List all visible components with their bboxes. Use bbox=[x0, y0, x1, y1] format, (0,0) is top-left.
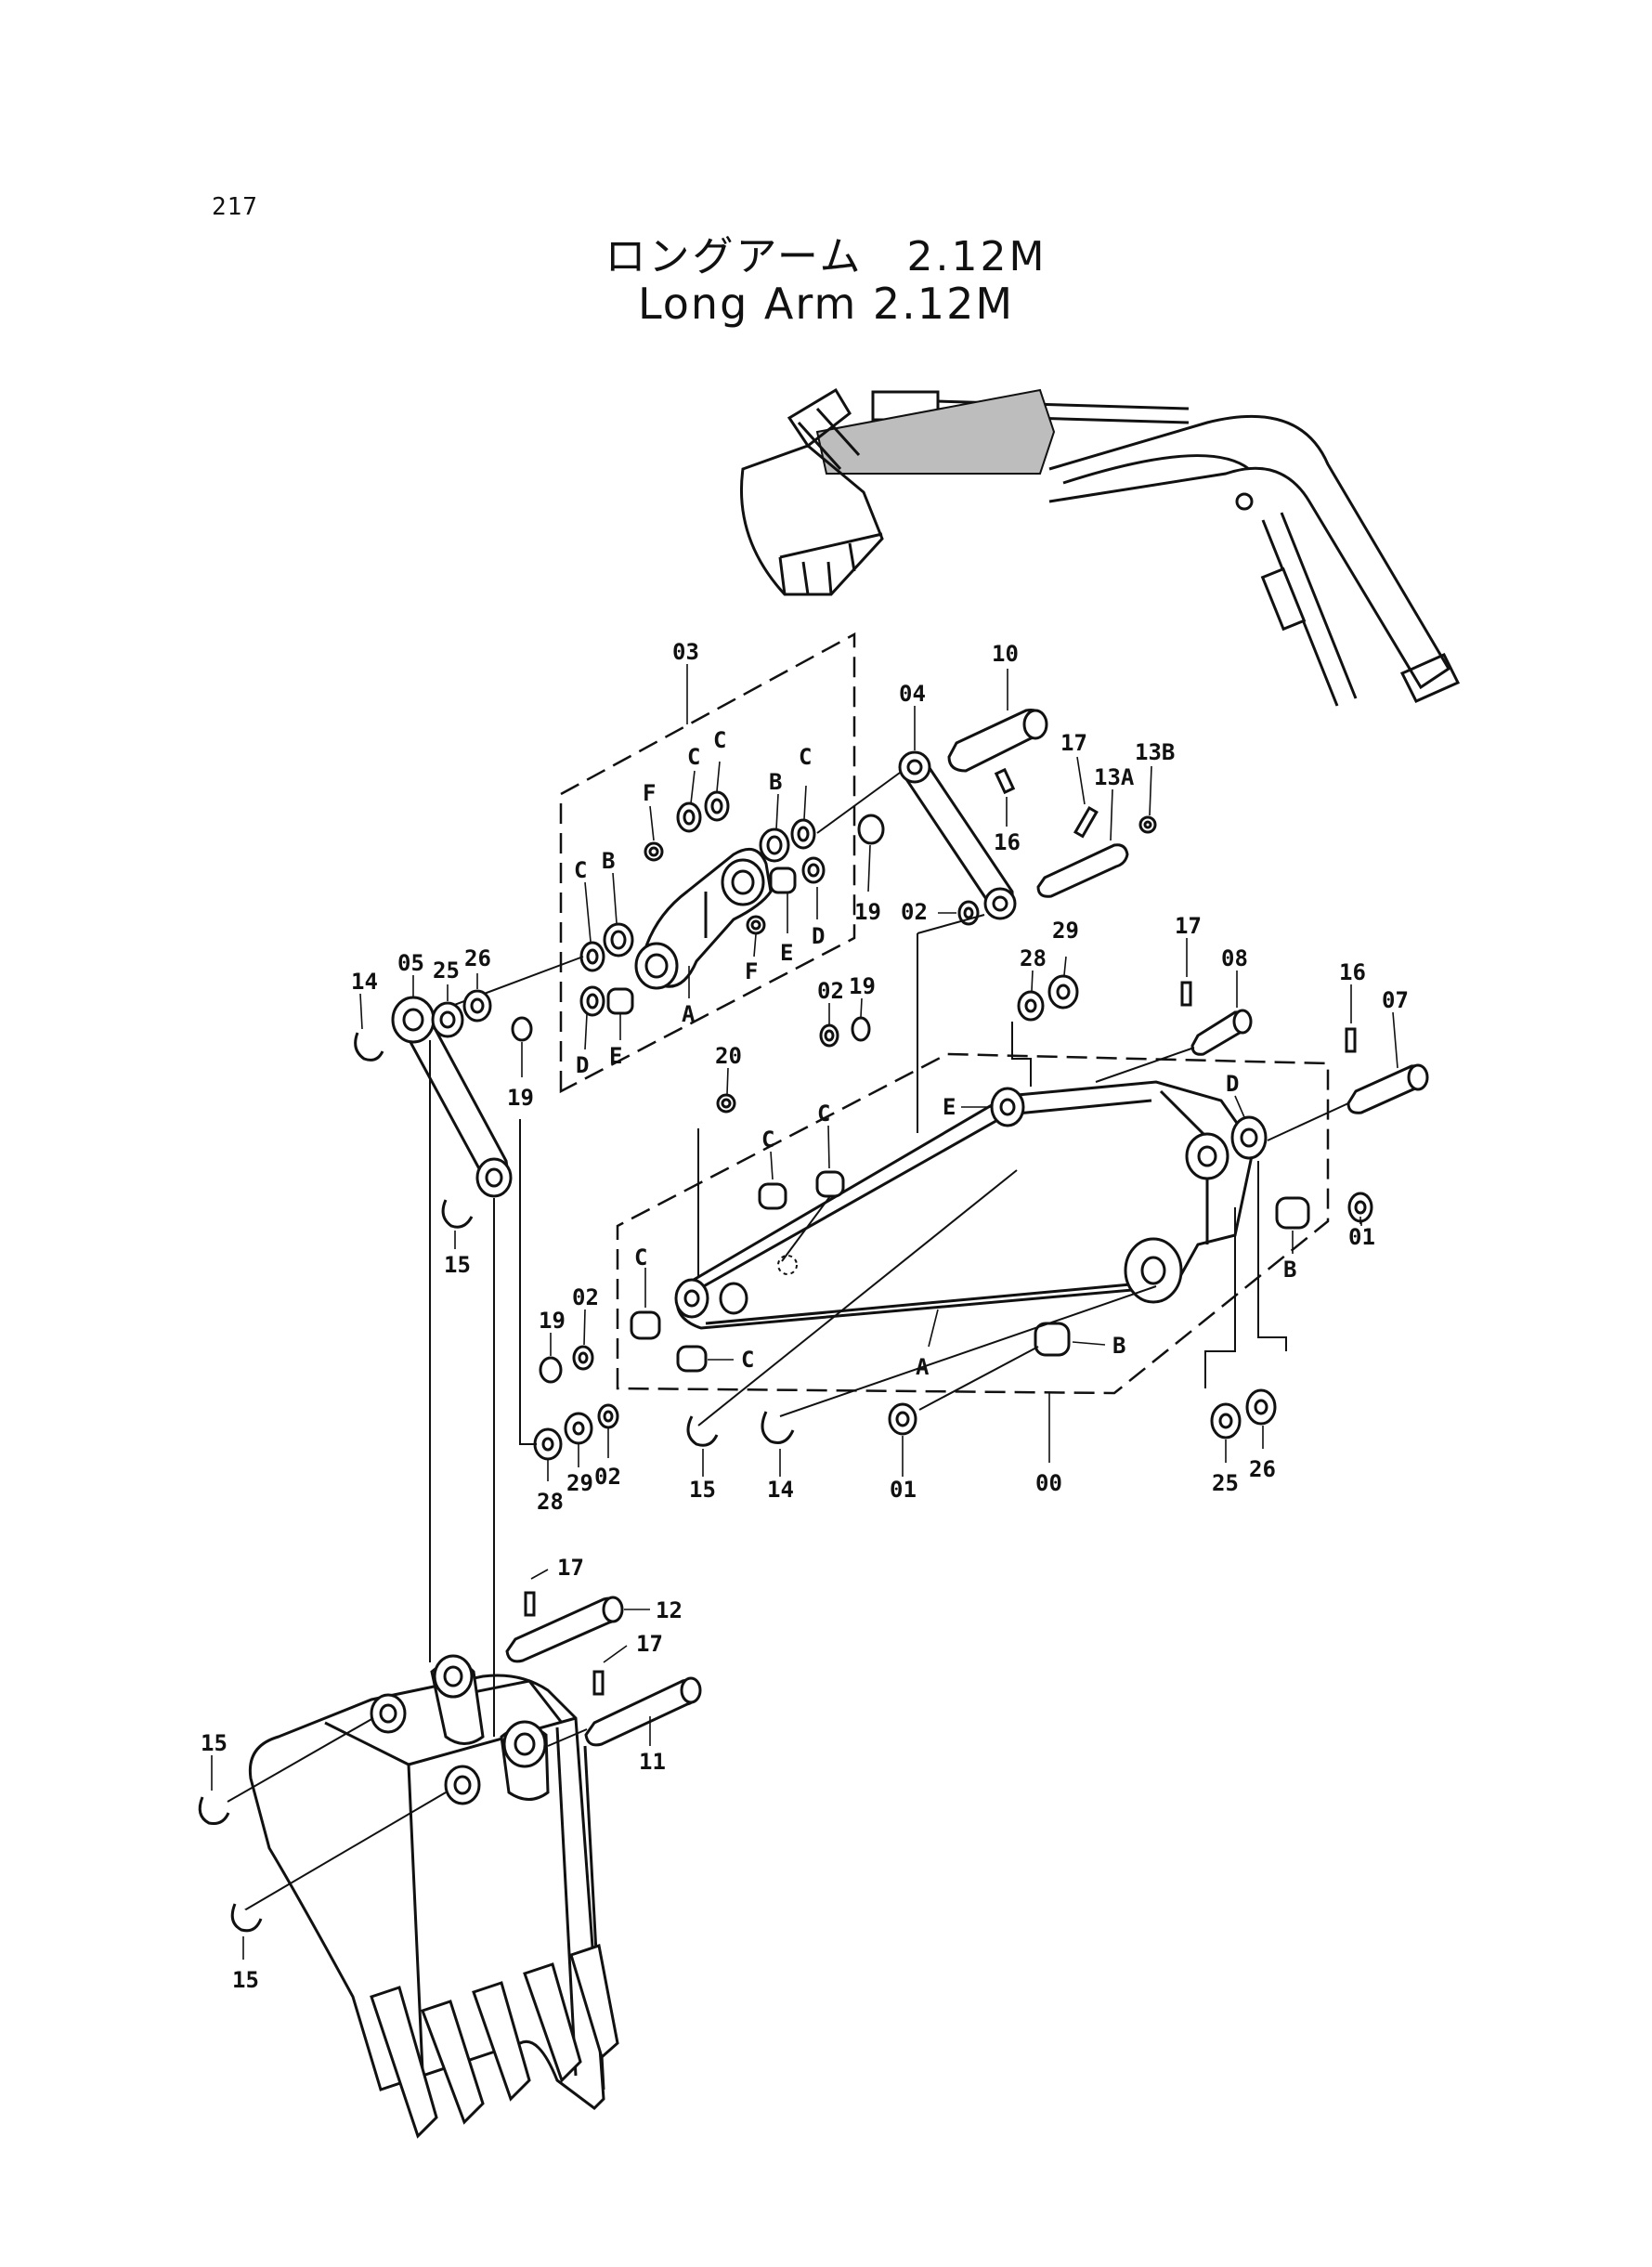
letter-B1: B bbox=[769, 769, 782, 795]
callout-15b: 15 bbox=[689, 1477, 716, 1503]
callout-16a: 16 bbox=[994, 829, 1021, 855]
bucket-lever-assembly bbox=[634, 847, 773, 990]
callout-14a: 14 bbox=[351, 969, 378, 995]
callout-19d: 19 bbox=[539, 1308, 566, 1334]
callout-04: 04 bbox=[899, 681, 926, 707]
letter-C7: C bbox=[634, 1244, 647, 1270]
title-japanese: ロングアーム 2.12M bbox=[605, 233, 1047, 280]
callout-17d: 17 bbox=[636, 1631, 663, 1657]
callout-05: 05 bbox=[397, 950, 424, 976]
callout-02d: 02 bbox=[594, 1464, 621, 1490]
callout-12: 12 bbox=[656, 1597, 683, 1623]
side-link-04: 04 bbox=[816, 681, 1017, 920]
letter-B4: B bbox=[1112, 1333, 1125, 1359]
callout-17c: 17 bbox=[557, 1555, 584, 1581]
overview-bucket bbox=[739, 444, 884, 596]
arm-hardware: 20 02 19 C C E D 28 29 08 bbox=[519, 913, 1429, 1515]
callout-15d: 15 bbox=[232, 1967, 259, 1993]
callout-17b: 17 bbox=[1175, 913, 1202, 939]
callout-15a: 15 bbox=[444, 1252, 471, 1278]
letter-C5: C bbox=[761, 1127, 774, 1153]
letter-C2: C bbox=[713, 727, 726, 753]
pin-13a-assembly: 17 13A 13B bbox=[1036, 730, 1175, 898]
callout-02b: 02 bbox=[817, 978, 844, 1004]
letter-D1: D bbox=[812, 923, 825, 949]
o-ring-19 bbox=[857, 814, 885, 845]
letter-C1: C bbox=[687, 744, 700, 770]
callout-29b: 29 bbox=[566, 1470, 593, 1496]
callout-25b: 25 bbox=[1212, 1470, 1239, 1496]
letter-C8: C bbox=[741, 1347, 754, 1373]
group-03-letters: F C C B C D E F A C B D E bbox=[574, 727, 825, 1078]
callout-26a: 26 bbox=[464, 945, 491, 971]
group-03-outline bbox=[559, 632, 856, 1094]
callout-28b: 28 bbox=[537, 1489, 564, 1515]
page-number: 217 bbox=[212, 193, 258, 221]
callout-11: 11 bbox=[639, 1749, 666, 1775]
callout-02a: 02 bbox=[901, 899, 928, 925]
callout-26b: 26 bbox=[1249, 1456, 1276, 1482]
callout-20: 20 bbox=[715, 1043, 742, 1069]
callout-19b: 19 bbox=[507, 1085, 534, 1111]
letter-B3: B bbox=[1283, 1257, 1296, 1283]
letter-D2: D bbox=[576, 1052, 589, 1078]
letter-E2: E bbox=[609, 1043, 622, 1069]
overview-arm bbox=[815, 388, 1056, 475]
link-05: 05 bbox=[391, 950, 584, 1198]
callout-19a: 19 bbox=[854, 899, 881, 925]
letter-A1: A bbox=[682, 1001, 696, 1027]
letter-B2: B bbox=[602, 848, 615, 874]
pin-10: 10 16 bbox=[947, 641, 1048, 855]
callout-08: 08 bbox=[1221, 945, 1248, 971]
letter-E1: E bbox=[780, 940, 793, 966]
title-english: Long Arm 2.12M bbox=[637, 279, 1015, 329]
callout-00: 00 bbox=[1035, 1470, 1062, 1496]
bucket-pins: 12 17 11 17 15 15 bbox=[198, 1040, 702, 1993]
letter-F2: F bbox=[745, 958, 758, 984]
group-03-bushings bbox=[579, 790, 826, 1017]
letter-C4: C bbox=[574, 857, 587, 883]
callout-01a: 01 bbox=[1348, 1224, 1375, 1250]
callout-19c: 19 bbox=[849, 973, 876, 999]
letter-E3: E bbox=[943, 1094, 956, 1120]
callout-07: 07 bbox=[1382, 987, 1409, 1013]
callout-13a: 13A bbox=[1094, 764, 1135, 790]
callout-16b: 16 bbox=[1339, 959, 1366, 985]
callout-14b: 14 bbox=[767, 1477, 794, 1503]
callout-01b: 01 bbox=[890, 1477, 917, 1503]
callout-02c: 02 bbox=[572, 1284, 599, 1310]
callout-28a: 28 bbox=[1020, 945, 1047, 971]
callout-13b: 13B bbox=[1135, 739, 1175, 765]
callout-10: 10 bbox=[992, 641, 1019, 667]
snap-ring-14 bbox=[354, 1032, 384, 1062]
group-00-outline bbox=[616, 1052, 1330, 1395]
letter-C6: C bbox=[817, 1101, 830, 1127]
callout-03: 03 bbox=[672, 639, 699, 665]
bucket bbox=[248, 1654, 619, 2139]
callout-17a: 17 bbox=[1060, 730, 1087, 756]
callout-15c: 15 bbox=[201, 1730, 228, 1756]
letter-C3: C bbox=[799, 744, 812, 770]
callout-29a: 29 bbox=[1052, 918, 1079, 944]
overview-illustration bbox=[739, 387, 1461, 707]
callout-25a: 25 bbox=[433, 958, 460, 984]
letter-D3: D bbox=[1226, 1071, 1239, 1097]
letter-F1: F bbox=[643, 780, 656, 806]
